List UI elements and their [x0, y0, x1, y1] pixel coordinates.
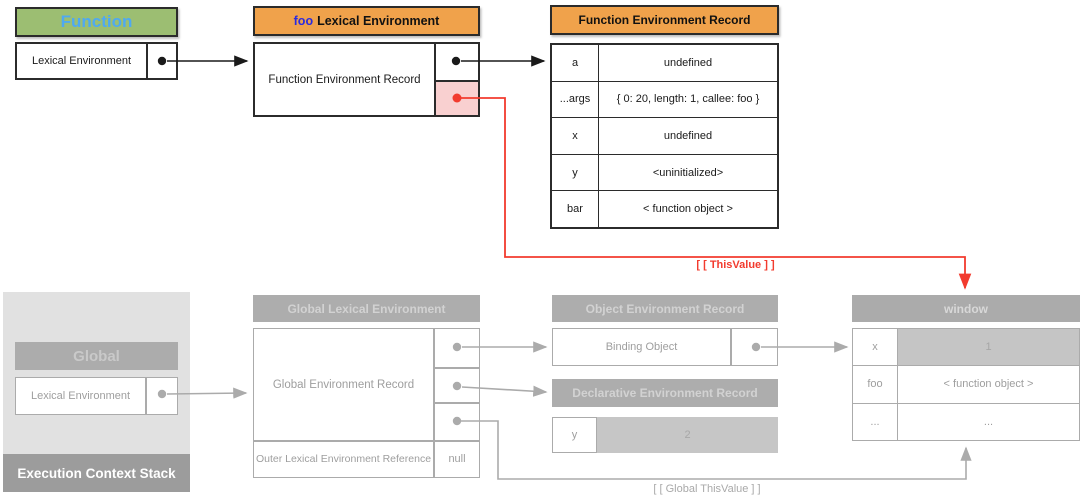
function-header-box: Function — [15, 7, 178, 37]
global-lexical-environment-pointer-box: Lexical Environment — [15, 377, 178, 415]
row-key: bar — [552, 191, 599, 227]
divider — [145, 378, 147, 414]
function-environment-record-title: Function Environment Record — [578, 13, 751, 27]
object-environment-record-header: Object Environment Record — [552, 295, 778, 322]
divider — [433, 402, 479, 404]
function-environment-record-label: Function Environment Record — [268, 73, 421, 86]
declarative-environment-record-title: Declarative Environment Record — [572, 386, 758, 400]
table-row: ... ... — [853, 402, 1079, 440]
table-row: ...args { 0: 20, length: 1, callee: foo … — [552, 80, 777, 118]
global-title: Global — [73, 347, 120, 365]
environment-record-pointer-cell — [436, 44, 478, 80]
row-key: ... — [853, 403, 898, 440]
row-key: a — [552, 45, 599, 81]
foo-environment-box: Function Environment Record — [253, 42, 480, 117]
row-key: y — [552, 154, 599, 191]
global-this-value-label: [ [ Global ThisValue ] ] — [653, 483, 761, 495]
window-object-table: x 1 foo < function object > ... ... — [852, 328, 1080, 441]
binding-object-box: Binding Object — [552, 328, 778, 366]
divider — [254, 440, 479, 442]
global-lexical-environment-pointer-label: Lexical Environment — [30, 390, 131, 402]
table-row: a undefined — [552, 45, 777, 81]
this-value-label: [ [ ThisValue ] ] — [696, 259, 775, 271]
row-value: < function object > — [643, 203, 733, 216]
divider — [730, 329, 732, 365]
execution-context-stack-title: Execution Context Stack — [17, 465, 176, 481]
global-lexical-environment-header: Global Lexical Environment — [253, 295, 480, 322]
row-value: 1 — [898, 329, 1079, 366]
row-value: undefined — [663, 56, 713, 69]
row-value: <uninitialized> — [652, 166, 724, 179]
function-lexical-environment-box: Lexical Environment — [15, 42, 178, 80]
declarative-environment-record-header: Declarative Environment Record — [552, 379, 778, 407]
divider — [434, 44, 436, 115]
window-title: window — [944, 301, 988, 316]
divider — [146, 44, 148, 78]
row-value: { 0: 20, length: 1, callee: foo } — [616, 93, 760, 106]
global-header-box: Global — [15, 342, 178, 370]
outer-reference-value: null — [448, 453, 466, 465]
foo-title-rest: Lexical Environment — [317, 14, 440, 28]
table-row: bar < function object > — [552, 190, 777, 227]
object-environment-record-title: Object Environment Record — [585, 301, 745, 316]
row-key: ...args — [552, 81, 599, 118]
row-key: x — [853, 329, 898, 366]
function-lexical-environment-label: Lexical Environment — [31, 55, 132, 67]
row-value: < function object > — [943, 378, 1034, 391]
row-value: undefined — [663, 129, 713, 142]
divider — [433, 367, 479, 369]
foo-name: foo — [293, 14, 314, 28]
outer-lexical-environment-reference-label: Outer Lexical Environment Reference — [255, 453, 432, 465]
global-lexical-environment-title: Global Lexical Environment — [287, 301, 446, 316]
function-environment-record-header: Function Environment Record — [550, 5, 779, 35]
table-row: x 1 — [853, 329, 1079, 366]
table-row: x undefined — [552, 117, 777, 154]
function-title: Function — [60, 12, 133, 31]
declarative-row-value: 2 — [597, 417, 778, 453]
table-row: y <uninitialized> — [552, 153, 777, 191]
table-row: foo < function object > — [853, 365, 1079, 403]
global-environment-record-label: Global Environment Record — [272, 378, 415, 391]
window-header: window — [852, 295, 1080, 322]
row-key: foo — [853, 366, 898, 403]
global-environment-record-box: Global Environment Record Outer Lexical … — [253, 328, 480, 478]
execution-context-stack-bar: Execution Context Stack — [3, 454, 190, 492]
row-value: ... — [983, 415, 994, 428]
function-environment-record-table: a undefined ...args { 0: 20, length: 1, … — [550, 43, 779, 229]
binding-object-label: Binding Object — [605, 341, 678, 353]
this-value-pointer-cell — [436, 80, 478, 115]
declarative-row-key: y — [552, 417, 597, 453]
row-key: x — [552, 118, 599, 154]
